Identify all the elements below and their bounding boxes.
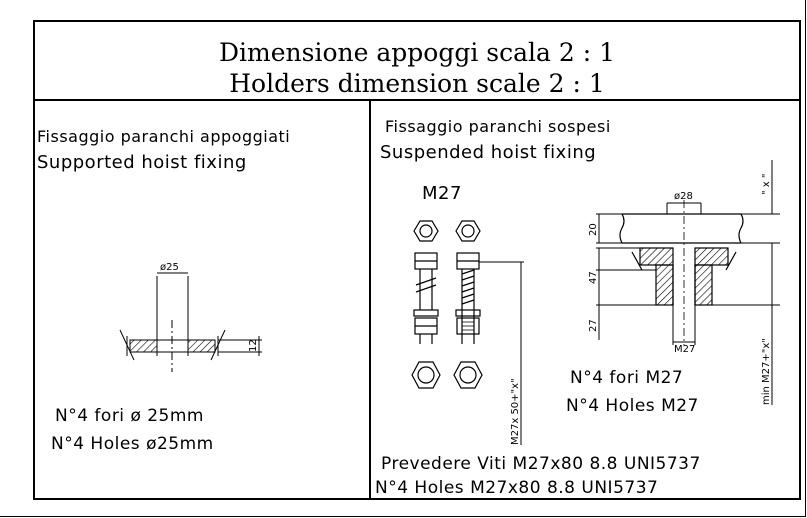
- right-heading-italian: Fissaggio paranchi sospesi: [385, 117, 611, 136]
- x-label: " x ": [761, 174, 772, 195]
- left-heading-italian: Fissaggio paranchi appoggiati: [37, 127, 291, 146]
- top-diameter-label: ø28: [674, 191, 693, 202]
- left-heading-english: Supported hoist fixing: [37, 152, 247, 173]
- table-frame: [33, 20, 801, 500]
- title-english: Holders dimension scale 2 : 1: [229, 69, 605, 98]
- right-note-english: N°4 Holes M27: [566, 396, 699, 416]
- screws-note-italian: Prevedere Viti M27x80 8.8 UNI5737: [381, 454, 701, 474]
- left-diameter-label: ø25: [160, 262, 179, 273]
- left-note-english: N°4 Holes ø25mm: [51, 434, 214, 454]
- right-heading-english: Suspended hoist fixing: [380, 142, 597, 163]
- suspended-section: [596, 160, 780, 405]
- right-note-italian: N°4 fori M27: [570, 368, 684, 388]
- left-thickness-label: 12: [248, 339, 259, 352]
- panel-divider: [369, 100, 371, 500]
- bolt-size-label: M27: [422, 183, 462, 204]
- screws-note-english: N°4 Holes M27x80 8.8 UNI5737: [375, 478, 659, 498]
- dim-20-label: 20: [588, 223, 599, 236]
- left-note-italian: N°4 fori ø 25mm: [55, 406, 204, 426]
- dim-27-label: 27: [588, 319, 599, 332]
- dim-47-label: 47: [588, 271, 599, 284]
- bolt-assembly: [411, 220, 524, 445]
- bolt-length-label: M27x 50+"x": [510, 378, 521, 445]
- left-plate-section: [119, 272, 262, 372]
- thread-label: M27: [674, 344, 695, 355]
- min-length-label: min M27+"x": [761, 338, 772, 405]
- title-divider: [33, 99, 801, 101]
- title-italian: Dimensione appoggi scala 2 : 1: [219, 38, 615, 67]
